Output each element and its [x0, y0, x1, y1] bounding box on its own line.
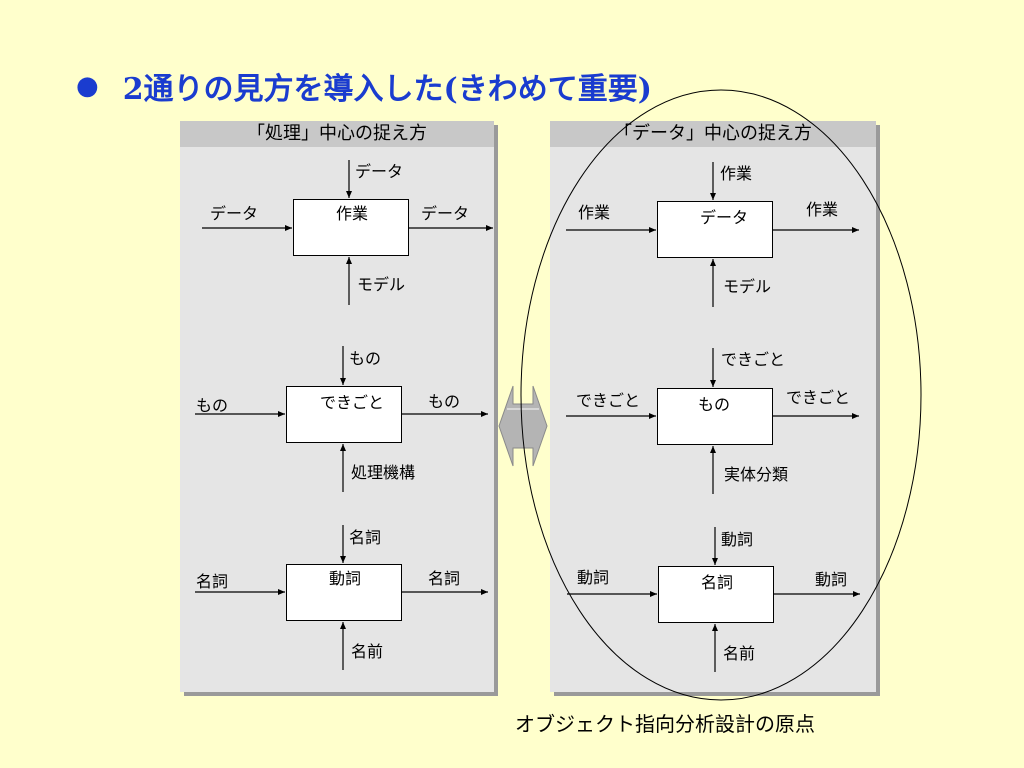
- right-box-1: データ: [657, 201, 773, 258]
- right-3-top-label: 動詞: [721, 530, 754, 549]
- right-1-top-label: 作業: [720, 164, 753, 183]
- left-box-1-label: 作業: [336, 204, 369, 223]
- left-3-top-label: 名詞: [349, 528, 382, 547]
- slide-title: ● 2通りの見方を導入した(きわめて重要): [76, 64, 652, 108]
- left-2-out-label: もの: [428, 392, 461, 411]
- double-arrow-icon: [498, 385, 548, 467]
- left-1-in-label: データ: [210, 204, 259, 223]
- right-1-in-label: 作業: [578, 203, 611, 222]
- right-2-in-label: できごと: [576, 391, 641, 410]
- left-box-2-label: できごと: [320, 393, 385, 412]
- right-box-1-label: データ: [700, 208, 749, 227]
- bullet-icon: ●: [76, 71, 99, 101]
- right-box-2: もの: [657, 388, 773, 445]
- right-box-2-label: もの: [698, 395, 731, 414]
- left-3-bottom-label: 名前: [351, 642, 384, 661]
- right-box-3-label: 名詞: [701, 573, 734, 592]
- left-1-bottom-label: モデル: [357, 275, 406, 294]
- caption: オブジェクト指向分析設計の原点: [515, 712, 815, 736]
- right-2-out-label: できごと: [786, 388, 851, 407]
- title-text: 2通りの見方を導入した(きわめて重要): [122, 72, 652, 107]
- right-box-3: 名詞: [658, 566, 774, 623]
- right-3-out-label: 動詞: [815, 570, 848, 589]
- left-1-out-label: データ: [421, 204, 470, 223]
- data-centric-header: 「データ」中心の捉え方: [550, 121, 876, 147]
- right-3-in-label: 動詞: [577, 568, 610, 587]
- process-centric-header: 「処理」中心の捉え方: [180, 121, 494, 147]
- left-3-out-label: 名詞: [428, 569, 461, 588]
- left-box-3: 動詞: [286, 564, 402, 621]
- right-1-bottom-label: モデル: [723, 277, 772, 296]
- left-3-in-label: 名詞: [196, 572, 229, 591]
- left-2-in-label: もの: [196, 396, 229, 415]
- right-3-bottom-label: 名前: [723, 644, 756, 663]
- left-box-3-label: 動詞: [329, 569, 362, 588]
- right-2-bottom-label: 実体分類: [724, 465, 789, 484]
- left-2-top-label: もの: [349, 349, 382, 368]
- left-2-bottom-label: 処理機構: [351, 463, 416, 482]
- left-box-1: 作業: [293, 199, 409, 256]
- left-box-2: できごと: [286, 386, 402, 443]
- left-1-top-label: データ: [355, 162, 404, 181]
- right-1-out-label: 作業: [806, 200, 839, 219]
- right-2-top-label: できごと: [721, 350, 786, 369]
